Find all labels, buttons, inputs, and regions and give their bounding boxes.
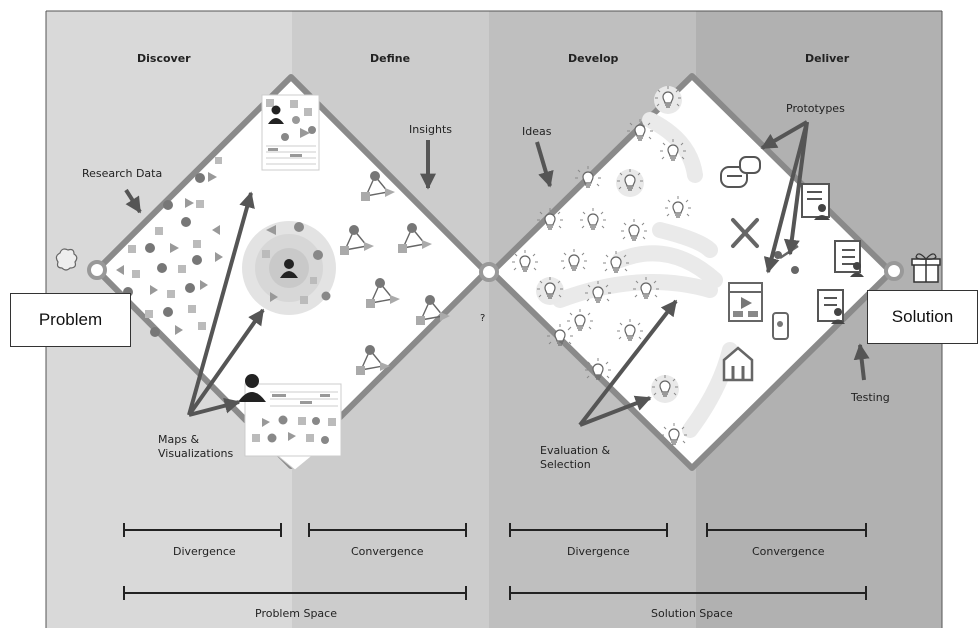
- phase-develop: Develop: [568, 52, 619, 65]
- persona-target-icon: [242, 221, 336, 315]
- label-eval-line1: Evaluation &: [540, 444, 611, 457]
- solution-callout-label: Solution: [891, 307, 954, 326]
- persona-card-bottom: [238, 374, 342, 471]
- house-icon: [722, 346, 754, 382]
- phone-icon: [772, 312, 789, 340]
- solution-node-icon: [884, 261, 904, 281]
- gift-box-icon: [911, 253, 941, 283]
- label-divergence-2: Divergence: [567, 545, 630, 558]
- label-convergence-2: Convergence: [752, 545, 825, 558]
- label-question-mark: ?: [480, 313, 486, 324]
- phase-define: Define: [370, 52, 411, 65]
- webpage-icon: [728, 282, 763, 322]
- label-eval-line2: Selection: [540, 458, 591, 471]
- problem-callout-label: Problem: [38, 310, 103, 329]
- mid-node-icon: [479, 262, 499, 282]
- stage-bars: [123, 523, 867, 600]
- problem-callout: Problem: [10, 293, 131, 347]
- checklist-icon: [834, 240, 864, 277]
- label-testing: Testing: [851, 391, 890, 404]
- solution-callout: Solution: [867, 290, 978, 344]
- tools-icon: [731, 218, 759, 248]
- persona-card-top: [261, 94, 320, 171]
- label-research-data: Research Data: [82, 167, 163, 180]
- label-problem-space: Problem Space: [255, 607, 337, 620]
- label-maps-line1: Maps &: [158, 433, 200, 446]
- phase-deliver: Deliver: [805, 52, 850, 65]
- annotation-arrows: [124, 120, 870, 427]
- label-prototypes: Prototypes: [786, 102, 845, 115]
- research-data-shapes: [116, 157, 223, 337]
- profile-card-icon: [801, 183, 830, 220]
- label-convergence-1: Convergence: [351, 545, 424, 558]
- label-solution-space: Solution Space: [651, 607, 733, 620]
- lightbulb-icons: [511, 85, 692, 445]
- phase-discover: Discover: [137, 52, 191, 65]
- question-cloud-icon: [55, 248, 78, 271]
- problem-node-icon: [87, 260, 107, 280]
- label-maps-line2: Visualizations: [158, 447, 234, 460]
- test-profile-icon: [817, 289, 845, 324]
- label-insights: Insights: [409, 123, 453, 136]
- label-divergence-1: Divergence: [173, 545, 236, 558]
- chat-bubbles-icon: [720, 156, 761, 188]
- label-ideas: Ideas: [522, 125, 552, 138]
